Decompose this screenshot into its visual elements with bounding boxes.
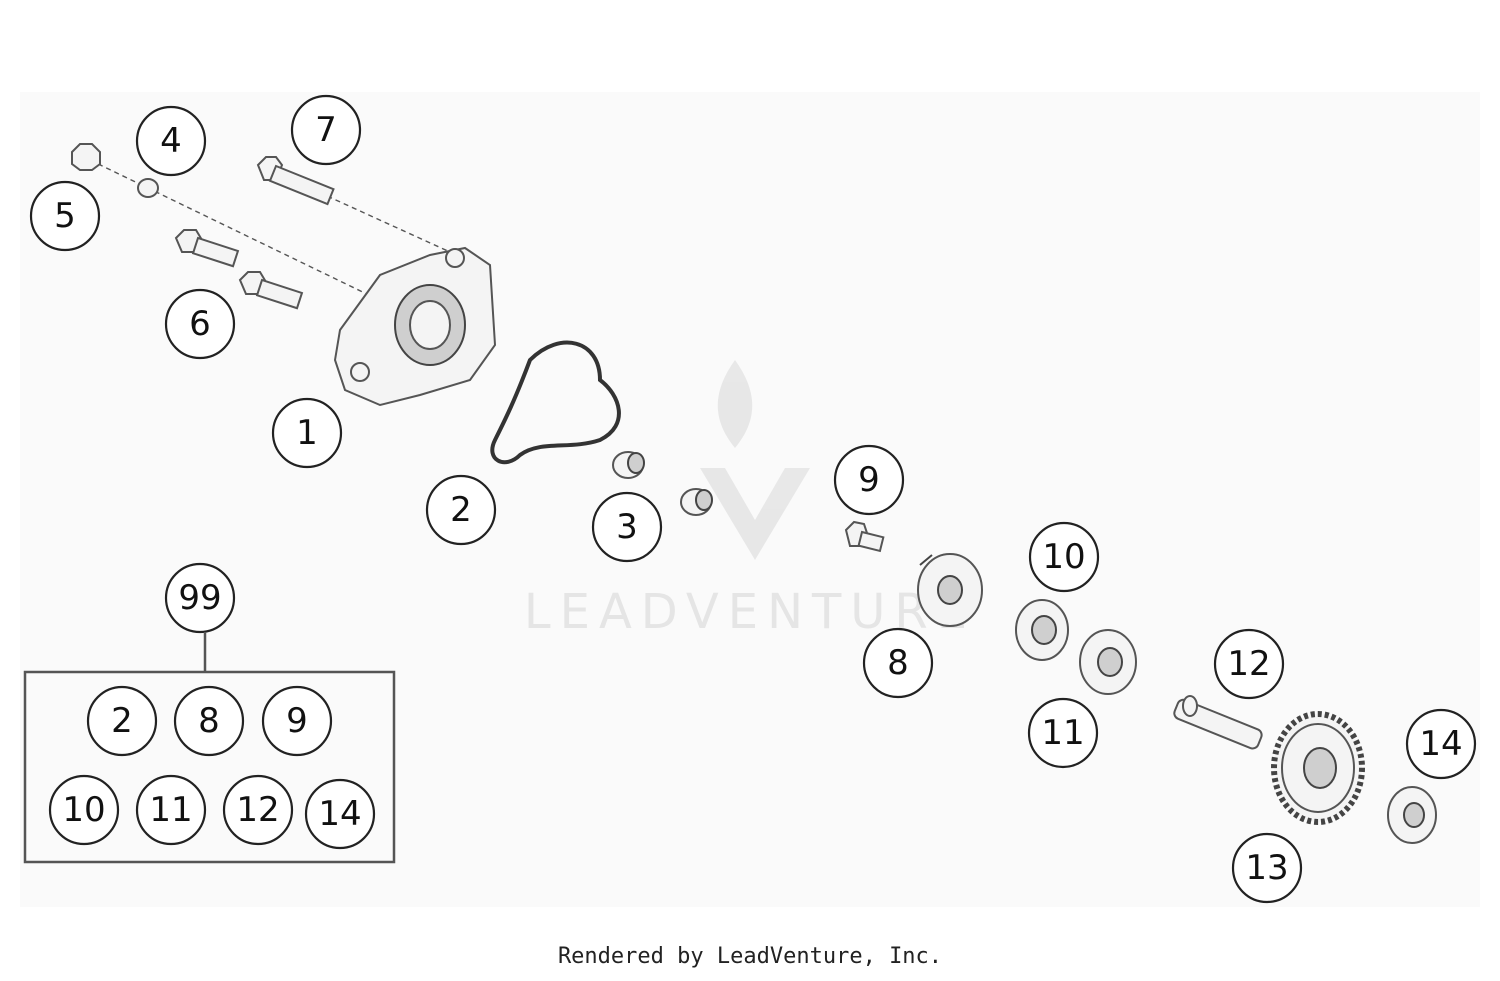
- screw-part-6: [174, 229, 304, 310]
- svg-text:12: 12: [1227, 644, 1270, 684]
- impeller-part-8: [917, 553, 983, 627]
- kit-box: 2 8 9 10 11 12 14: [23, 632, 396, 864]
- callout-5[interactable]: 5: [29, 180, 101, 252]
- svg-text:3: 3: [616, 507, 638, 547]
- kit-item[interactable]: 10: [48, 774, 120, 846]
- svg-text:10: 10: [62, 790, 105, 830]
- svg-text:9: 9: [858, 460, 880, 500]
- shaft-part-12: [1173, 695, 1263, 750]
- kit-item[interactable]: 11: [135, 774, 207, 846]
- svg-text:13: 13: [1245, 848, 1288, 888]
- svg-text:99: 99: [178, 578, 221, 618]
- svg-text:1: 1: [296, 413, 318, 453]
- kit-item[interactable]: 12: [222, 774, 294, 846]
- sleeve-part-3: [612, 451, 713, 516]
- svg-text:5: 5: [54, 196, 76, 236]
- diagram-background: [20, 92, 1480, 907]
- callout-3[interactable]: 3: [591, 491, 663, 563]
- footer-credit: Rendered by LeadVenture, Inc.: [557, 944, 943, 969]
- washer-part-4: [137, 178, 159, 198]
- svg-text:2: 2: [111, 701, 133, 741]
- callout-14[interactable]: 14: [1405, 708, 1477, 780]
- gasket-part-2: [490, 340, 621, 465]
- kit-item[interactable]: 14: [304, 778, 376, 850]
- screw-part-7: [256, 156, 335, 206]
- callout-12[interactable]: 12: [1213, 628, 1285, 700]
- callout-2[interactable]: 2: [425, 474, 497, 546]
- svg-text:4: 4: [160, 121, 182, 161]
- svg-text:10: 10: [1042, 537, 1085, 577]
- svg-text:7: 7: [315, 110, 337, 150]
- svg-text:6: 6: [189, 304, 211, 344]
- svg-text:8: 8: [198, 701, 220, 741]
- callout-7[interactable]: 7: [290, 94, 362, 166]
- svg-text:11: 11: [1041, 713, 1084, 753]
- callout-99[interactable]: 99: [164, 562, 236, 634]
- callout-1[interactable]: 1: [271, 397, 343, 469]
- callout-9[interactable]: 9: [833, 444, 905, 516]
- svg-text:9: 9: [286, 701, 308, 741]
- svg-text:8: 8: [887, 643, 909, 683]
- callout-4[interactable]: 4: [135, 105, 207, 177]
- leadventure-watermark: LEADVENTURE: [524, 360, 967, 640]
- svg-text:12: 12: [236, 790, 279, 830]
- callout-6[interactable]: 6: [164, 288, 236, 360]
- kit-item[interactable]: 9: [261, 685, 333, 757]
- kit-item[interactable]: 8: [173, 685, 245, 757]
- callout-13[interactable]: 13: [1231, 832, 1303, 904]
- bolt-part-9: [844, 520, 885, 553]
- assembly-lines: [89, 159, 451, 299]
- callout-11[interactable]: 11: [1027, 697, 1099, 769]
- svg-text:11: 11: [149, 790, 192, 830]
- bearing-part-11: [1079, 629, 1137, 695]
- callout-8[interactable]: 8: [862, 627, 934, 699]
- svg-text:14: 14: [318, 794, 361, 834]
- svg-text:14: 14: [1419, 724, 1462, 764]
- svg-text:2: 2: [450, 490, 472, 530]
- gear-part-13: [1271, 711, 1365, 825]
- bearing-part-10: [1015, 599, 1069, 661]
- callouts: 5 4 7 6 1 2 3 9 8 10 11 12 13 14 99: [29, 94, 1477, 904]
- callout-10[interactable]: 10: [1028, 521, 1100, 593]
- kit-item[interactable]: 2: [86, 685, 158, 757]
- bearing-part-14: [1387, 786, 1437, 844]
- bolt-part-5: [71, 143, 101, 171]
- pump-cover-part-1: [333, 246, 497, 407]
